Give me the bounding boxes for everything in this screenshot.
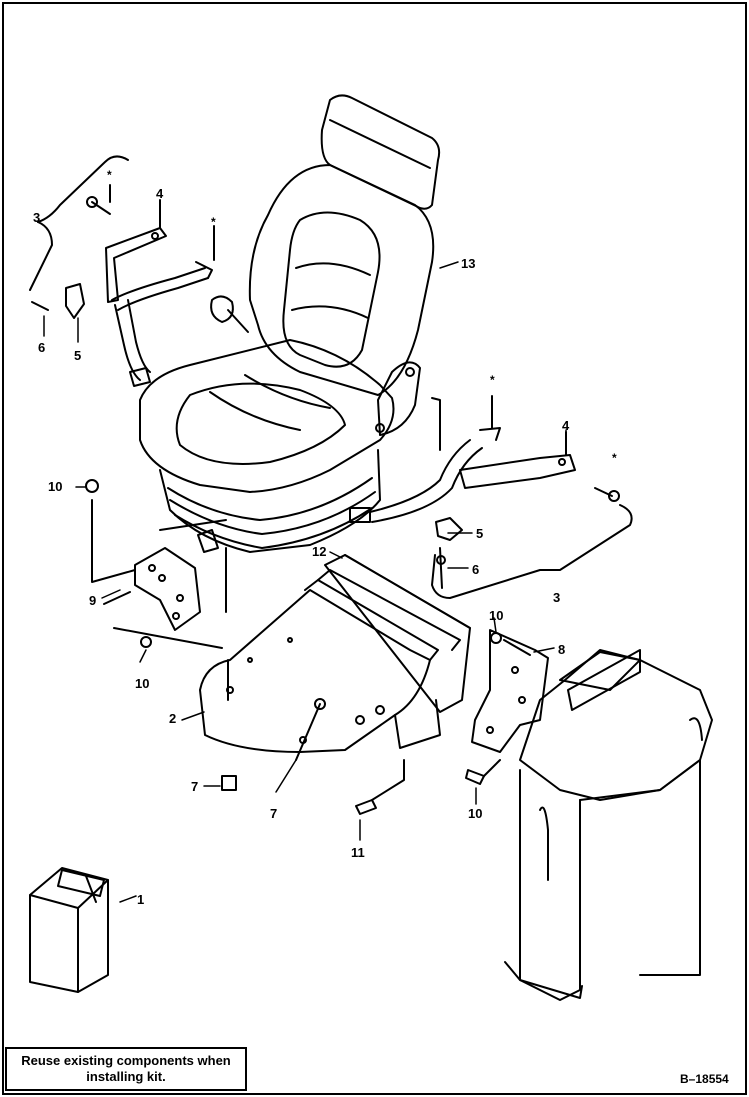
callout-9: 9 bbox=[89, 593, 96, 608]
reuse-note-text: Reuse existing components when installin… bbox=[21, 1053, 231, 1084]
asterisk-note: * bbox=[490, 373, 495, 387]
fasteners bbox=[85, 479, 502, 815]
leader-lines bbox=[43, 261, 567, 903]
callout-2: 2 bbox=[169, 711, 176, 726]
callout-4-right: 4 bbox=[562, 418, 570, 433]
seat-base bbox=[199, 547, 471, 753]
callout-6-right: 6 bbox=[472, 562, 479, 577]
callout-10-d: 10 bbox=[468, 806, 482, 821]
callout-7-right: 7 bbox=[270, 806, 277, 821]
callout-10-c: 10 bbox=[489, 608, 503, 623]
callout-10-b: 10 bbox=[135, 676, 149, 691]
callout-6-left: 6 bbox=[38, 340, 45, 355]
callout-11: 11 bbox=[351, 845, 365, 860]
callout-13: 13 bbox=[461, 256, 475, 271]
callout-7-left: 7 bbox=[191, 779, 198, 794]
callout-3-left: 3 bbox=[33, 210, 40, 225]
console-pedestal bbox=[504, 649, 713, 1001]
callout-5-right: 5 bbox=[476, 526, 483, 541]
callout-10-a: 10 bbox=[48, 479, 62, 494]
reuse-note-box: Reuse existing components when installin… bbox=[5, 1047, 247, 1091]
asterisk-note: * bbox=[107, 168, 112, 182]
kit-box bbox=[29, 867, 109, 993]
callout-5-left: 5 bbox=[74, 348, 81, 363]
callout-1: 1 bbox=[137, 892, 144, 907]
asterisk-note: * bbox=[612, 451, 617, 465]
left-seat-belt-group bbox=[29, 155, 215, 387]
asterisk-note: * bbox=[211, 215, 216, 229]
seat-assembly bbox=[139, 94, 441, 553]
callout-12: 12 bbox=[312, 544, 326, 559]
figure-reference-code: B–18554 bbox=[680, 1072, 729, 1086]
right-seat-belt-group bbox=[369, 395, 633, 599]
bracket-9 bbox=[91, 499, 227, 649]
bracket-8 bbox=[471, 629, 549, 753]
callout-3-right: 3 bbox=[553, 590, 560, 605]
callout-8: 8 bbox=[558, 642, 565, 657]
callout-4-left: 4 bbox=[156, 186, 164, 201]
